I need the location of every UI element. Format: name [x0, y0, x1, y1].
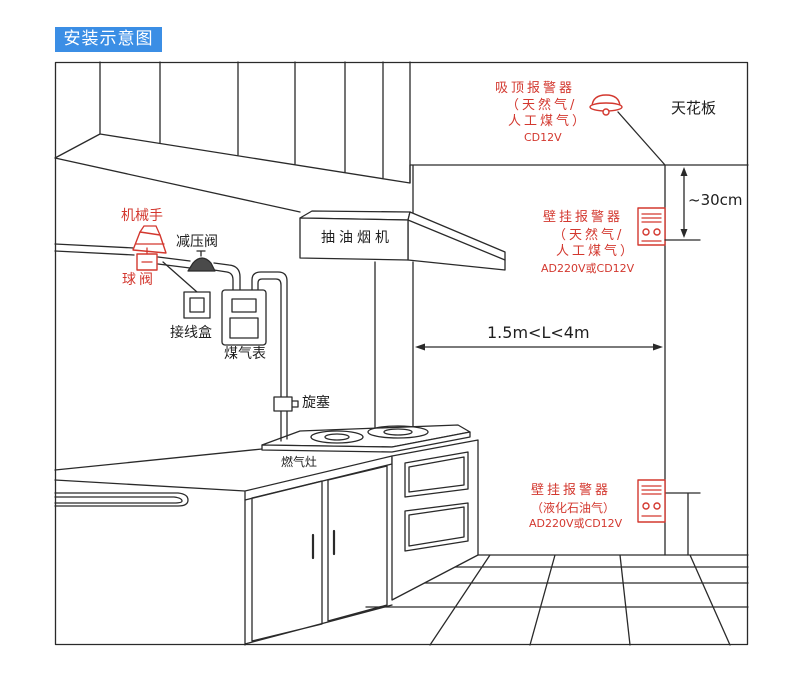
stove-burner-right [367, 425, 429, 439]
range-hood-edge [407, 219, 506, 261]
upper-cabinets [54, 61, 411, 213]
ceiling-distance-line [664, 170, 701, 241]
ceiling-distance-arrow-top [680, 167, 688, 176]
ceiling-alarm-gas-line1: （天然气/ [506, 98, 578, 113]
wall-alarm-upper-indicator-right [653, 228, 661, 236]
cock-valve [273, 396, 299, 412]
wall-alarm-upper-name: 壁挂报警器 [543, 210, 624, 225]
gas-meter-panel [229, 317, 259, 339]
wall-alarm-lower-gas: （液化石油气） [531, 501, 616, 515]
manipulator-label: 机械手 [121, 208, 163, 224]
junction-box [183, 291, 211, 319]
gas-meter-label: 煤气表 [224, 346, 266, 362]
wall-alarm-lower-name: 壁挂报警器 [531, 483, 612, 498]
page-title: 安装示意图 [55, 27, 162, 52]
pipe-to-reducer [157, 256, 191, 269]
wall-alarm-lower-indicator-right [653, 502, 661, 510]
lower-cabinets [244, 465, 393, 646]
manipulator-details [135, 225, 165, 245]
range-hood-front [299, 217, 409, 261]
junction-box-label: 接线盒 [170, 325, 212, 341]
range-hood-body [407, 211, 506, 271]
ceiling-label: 天花板 [671, 99, 717, 117]
distance-label: 1.5m<L<4m [487, 323, 590, 342]
junction-box-wire [162, 261, 198, 293]
pressure-reducer-valve [187, 257, 216, 272]
gas-stove-label: 燃气灶 [281, 455, 318, 469]
ball-valve-handle [141, 247, 153, 263]
gas-stove-top [261, 424, 471, 448]
wall-alarm-lower-power: AD220V或CD12V [529, 517, 623, 530]
oven-cabinet [391, 439, 479, 601]
distance-arrow-right [653, 343, 663, 351]
stove-burner-left-inner [324, 433, 350, 441]
ceiling-distance-arrow-bottom [680, 229, 688, 238]
distance-arrow-left [415, 343, 425, 351]
range-hood-label: 抽油烟机 [321, 230, 393, 246]
pressure-reducer-stem [196, 250, 206, 257]
stove-burner-right-inner [383, 428, 413, 436]
ceiling-distance-label: ~30cm [688, 191, 743, 209]
ceiling-alarm-sensor [602, 108, 610, 116]
wall-alarm-upper-indicator-left [642, 228, 650, 236]
ceiling-alarm-gas-line2: 人工煤气） [508, 114, 589, 129]
ceiling-alarm-name: 吸顶报警器 [495, 81, 576, 96]
pipe-to-meter [213, 262, 241, 291]
cock-valve-label: 旋塞 [302, 395, 330, 411]
junction-box-inner [189, 297, 205, 313]
pipe-to-stove [251, 271, 288, 442]
sink [54, 492, 189, 507]
cabinet-handles [311, 529, 336, 560]
wall-alarm-upper-vents [641, 213, 662, 242]
gas-meter-window [231, 298, 257, 313]
diagram-frame [54, 61, 749, 646]
ceiling-alarm-power: CD12V [524, 131, 562, 144]
wall-alarm-lower-device [637, 479, 666, 523]
wall-alarm-upper-power: AD220V或CD12V [541, 262, 635, 275]
countertop [54, 448, 393, 501]
wall-alarm-upper-gas-line1: （天然气/ [553, 228, 625, 243]
pressure-reducer-label: 减压阀 [176, 234, 218, 250]
wall-alarm-lower-indicator-left [642, 502, 650, 510]
stove-burner-left [310, 430, 364, 444]
oven-drawer-panels [404, 451, 469, 552]
gas-supply-pipe [54, 243, 135, 256]
gas-stove-edge [261, 431, 471, 453]
wall-alarm-lower-vents [641, 485, 662, 517]
manipulator [132, 231, 167, 254]
wall-alarm-upper-gas-line2: 人工煤气） [556, 244, 637, 259]
floor-tiles [365, 554, 749, 646]
ball-valve-label: 球阀 [122, 272, 156, 288]
